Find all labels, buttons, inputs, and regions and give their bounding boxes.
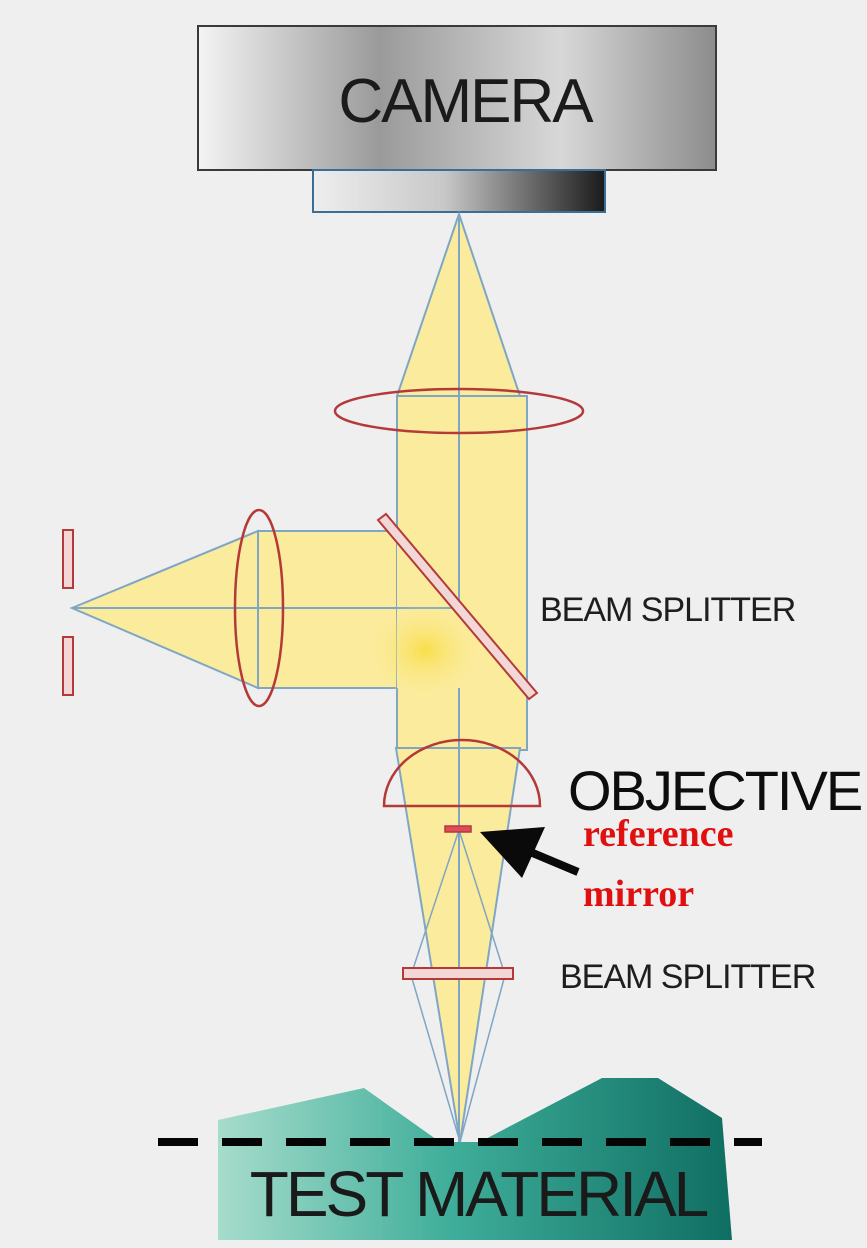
camera: CAMERA (197, 25, 717, 213)
camera-label: CAMERA (338, 67, 594, 136)
lower-beam-splitter (402, 967, 514, 980)
reference-mirror (444, 825, 472, 833)
arrow-icon (480, 827, 580, 878)
upper-beam-splitter-label: BEAM SPLITTER (540, 591, 795, 629)
objective-label: OBJECTIVE (568, 759, 861, 822)
illumination-lens (233, 508, 285, 708)
tube-lens (333, 387, 585, 435)
objective-lens (382, 738, 542, 808)
test-material-label: TEST MATERIAL (250, 1158, 708, 1230)
test-material: TEST MATERIAL (158, 1078, 762, 1240)
reference-label-line2: mirror (583, 873, 694, 915)
aperture-slits (62, 529, 74, 696)
reference-label-line1: reference (583, 813, 733, 855)
upper-beam-splitter (376, 512, 539, 701)
lower-beam-splitter-label: BEAM SPLITTER (560, 958, 815, 996)
main-beam (394, 210, 528, 1143)
